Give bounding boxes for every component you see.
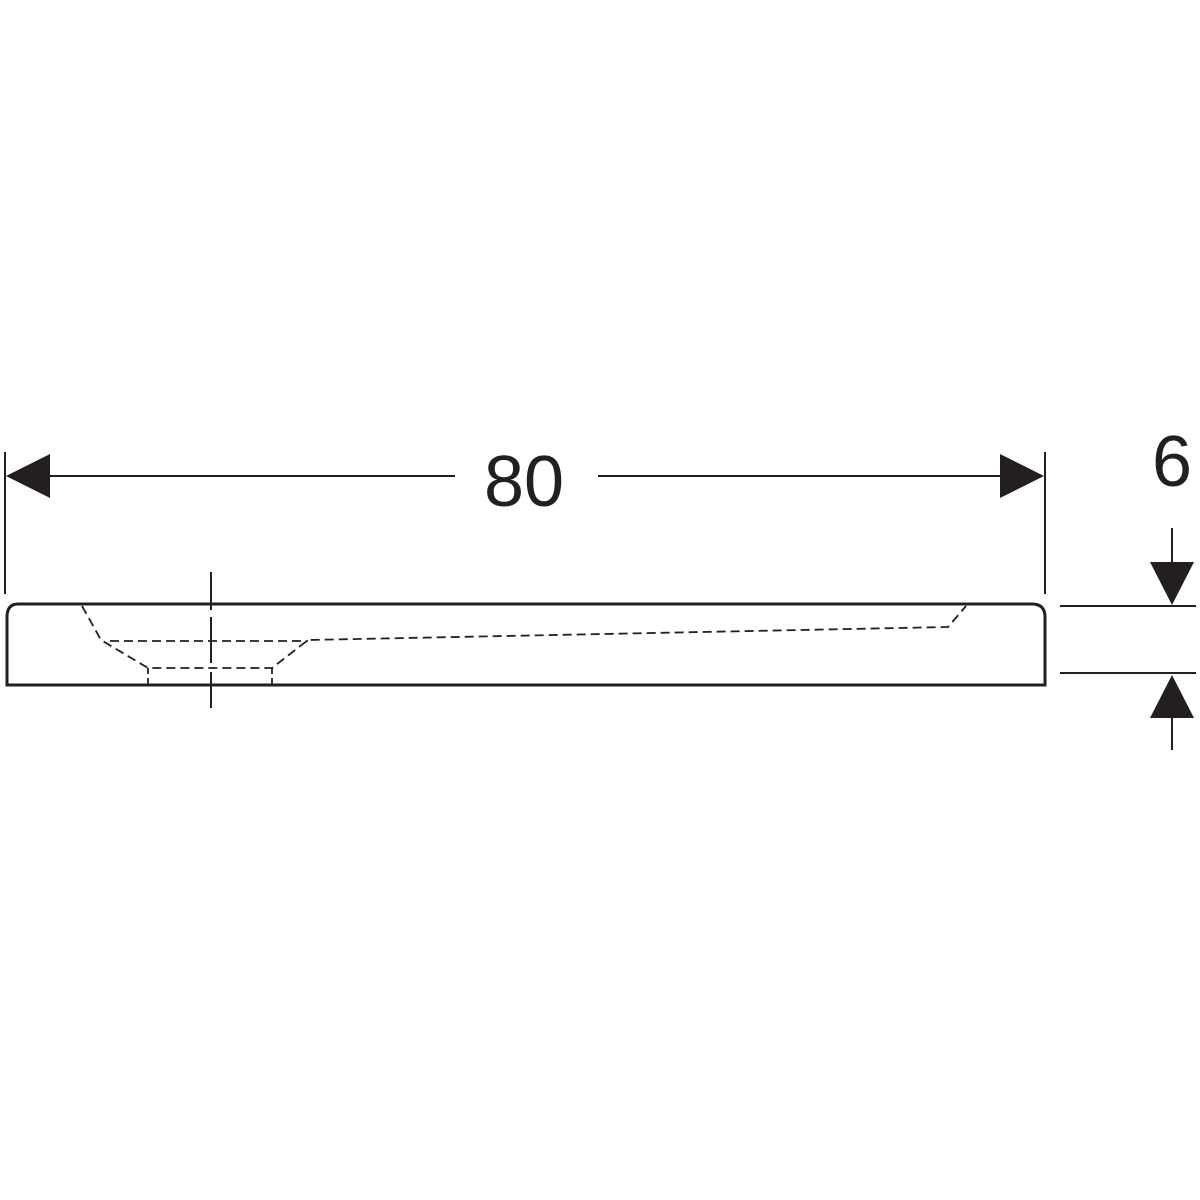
basin-outline [5, 602, 1047, 687]
height-dimension-label: 6 [1152, 422, 1192, 502]
height-arrowhead-top [1150, 562, 1194, 605]
height-dimension: 6 [1060, 422, 1196, 750]
width-dimension: 80 [4, 442, 1046, 594]
width-dimension-label: 80 [484, 442, 564, 522]
width-arrowhead-left [6, 454, 50, 498]
height-arrowhead-bottom [1150, 675, 1194, 718]
basin-hidden-bowl-contour [81, 605, 967, 669]
width-arrowhead-right [1000, 454, 1044, 498]
basin-side-view [5, 572, 1047, 708]
